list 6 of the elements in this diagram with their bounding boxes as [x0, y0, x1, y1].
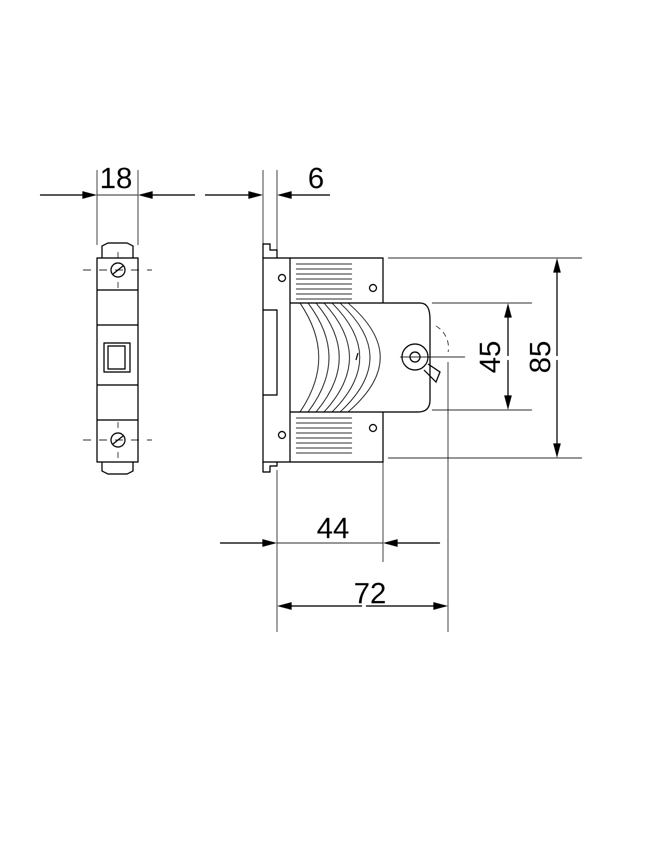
dimension-label: 44 — [317, 518, 348, 538]
dimension-label: 85 — [530, 342, 550, 372]
dimension-label: 72 — [355, 582, 385, 604]
dimension-label: 6 — [309, 168, 323, 188]
dimension-label: 45 — [480, 342, 500, 373]
dimension-label: 18 — [102, 168, 132, 188]
